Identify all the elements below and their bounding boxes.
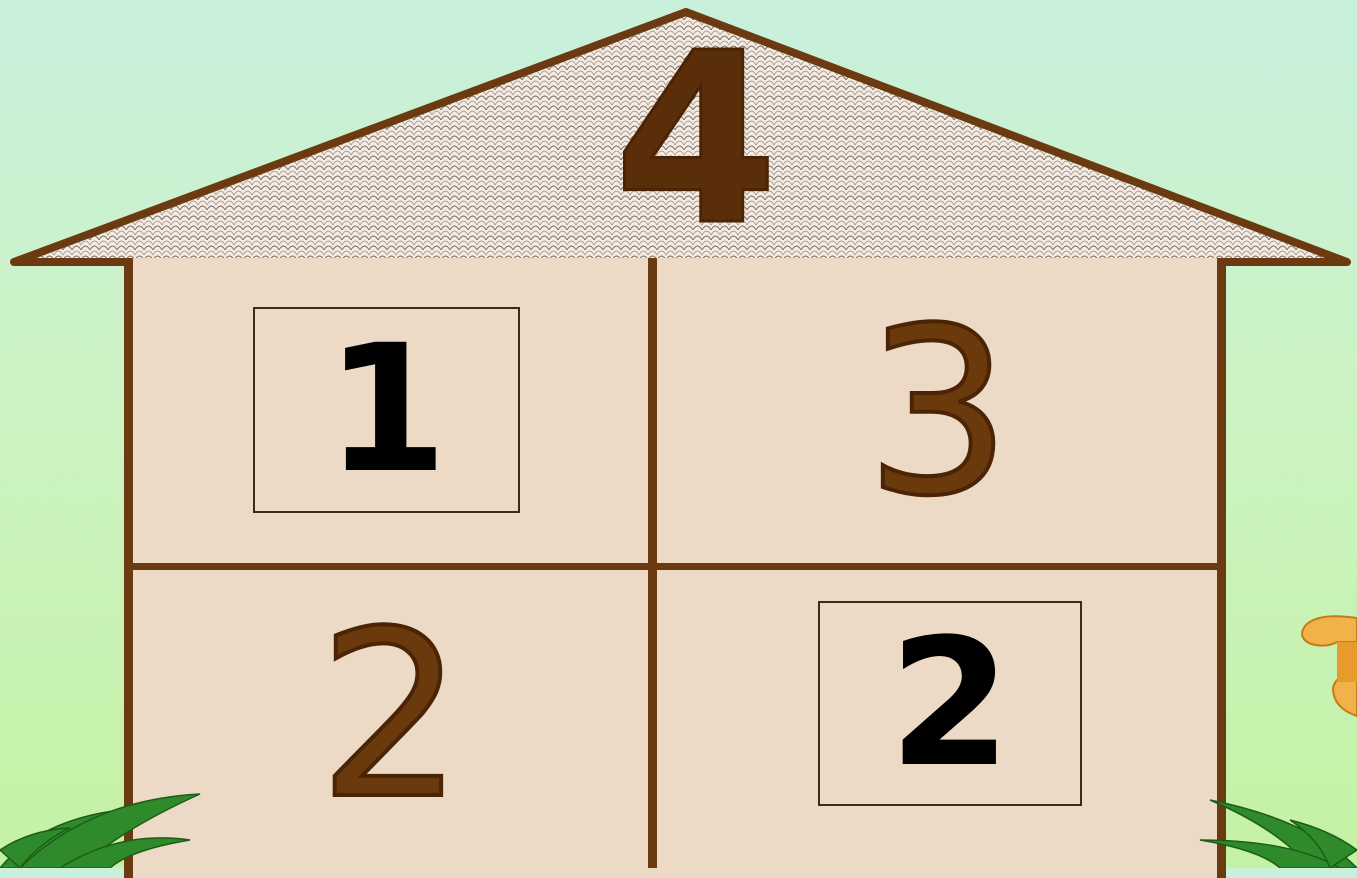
- answer-value-top-left: 1: [325, 322, 447, 498]
- answer-value-bottom-right: 2: [889, 616, 1011, 792]
- answer-box-bottom-right[interactable]: 2: [818, 601, 1082, 806]
- grass-bush-icon: [1190, 790, 1357, 868]
- cell-bottom-left: 2: [135, 572, 647, 862]
- horizontal-divider: [130, 563, 1220, 570]
- roof-number: 4: [586, 30, 806, 250]
- flower-icon: [1297, 612, 1357, 722]
- grass-bush-icon: [0, 780, 210, 868]
- cell-value-top-right: 3: [865, 299, 1011, 529]
- answer-box-top-left[interactable]: 1: [253, 307, 520, 513]
- cell-top-right: 3: [662, 268, 1215, 560]
- cell-value-bottom-left: 2: [318, 602, 464, 832]
